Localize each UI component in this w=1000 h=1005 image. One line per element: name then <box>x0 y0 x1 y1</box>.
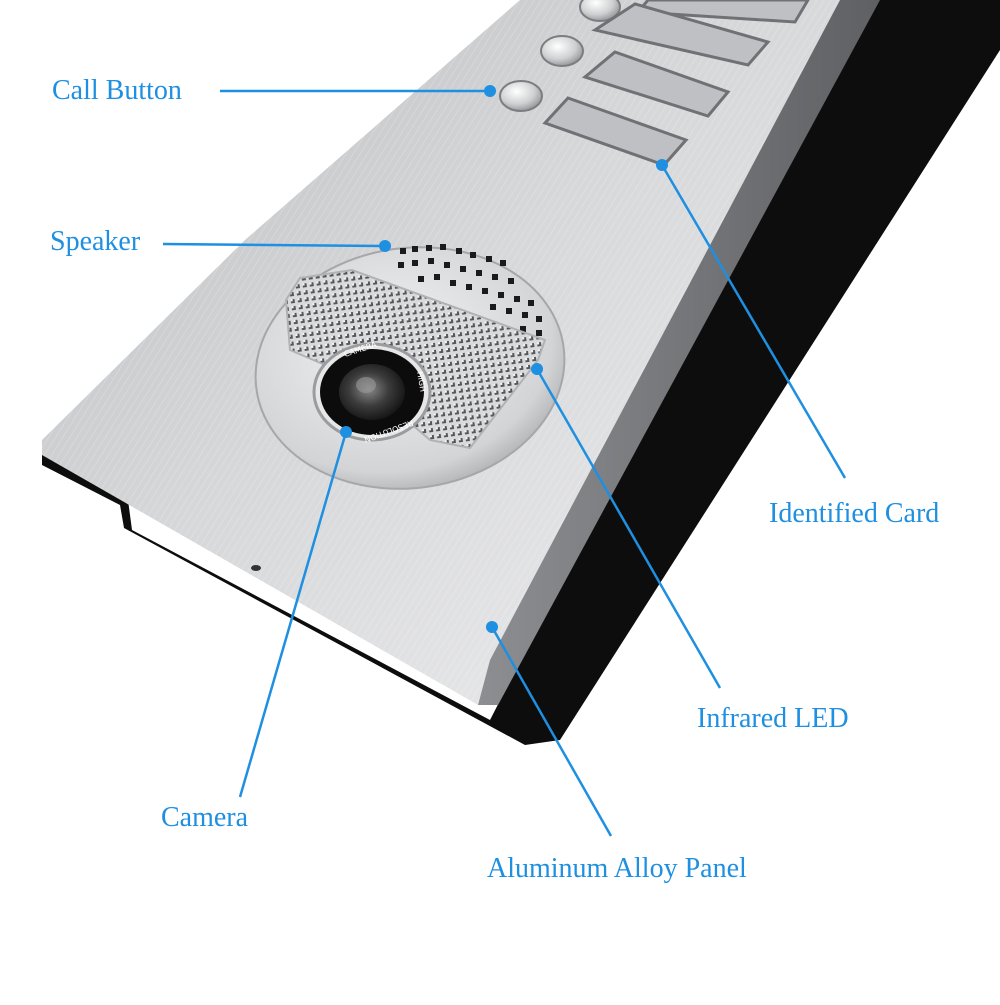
name-card-2 <box>591 2 771 67</box>
camera-lens: CAMERA HIGH RESOLUTION <box>312 340 432 444</box>
name-card-3 <box>581 50 731 118</box>
identified-cards <box>542 0 810 167</box>
camera-ring-text-right: HIGH <box>415 371 427 393</box>
speaker-grille <box>398 244 542 336</box>
callout-label-infrared-led: Infrared LED <box>697 703 849 734</box>
callout-label-aluminum-alloy-panel: Aluminum Alloy Panel <box>487 853 747 884</box>
callout-label-call-button: Call Button <box>52 75 182 106</box>
call-buttons <box>499 0 621 112</box>
callout-label-identified-card: Identified Card <box>769 498 940 529</box>
side-connector <box>251 565 261 571</box>
callout-label-camera: Camera <box>161 802 249 833</box>
call-button-3[interactable] <box>499 80 543 112</box>
callout-lines <box>162 85 847 837</box>
call-button-2[interactable] <box>540 35 584 67</box>
panel-bevel <box>478 0 880 705</box>
callout-label-speaker: Speaker <box>50 226 141 257</box>
call-button-1[interactable] <box>579 0 621 22</box>
panel-frame <box>42 0 1000 745</box>
